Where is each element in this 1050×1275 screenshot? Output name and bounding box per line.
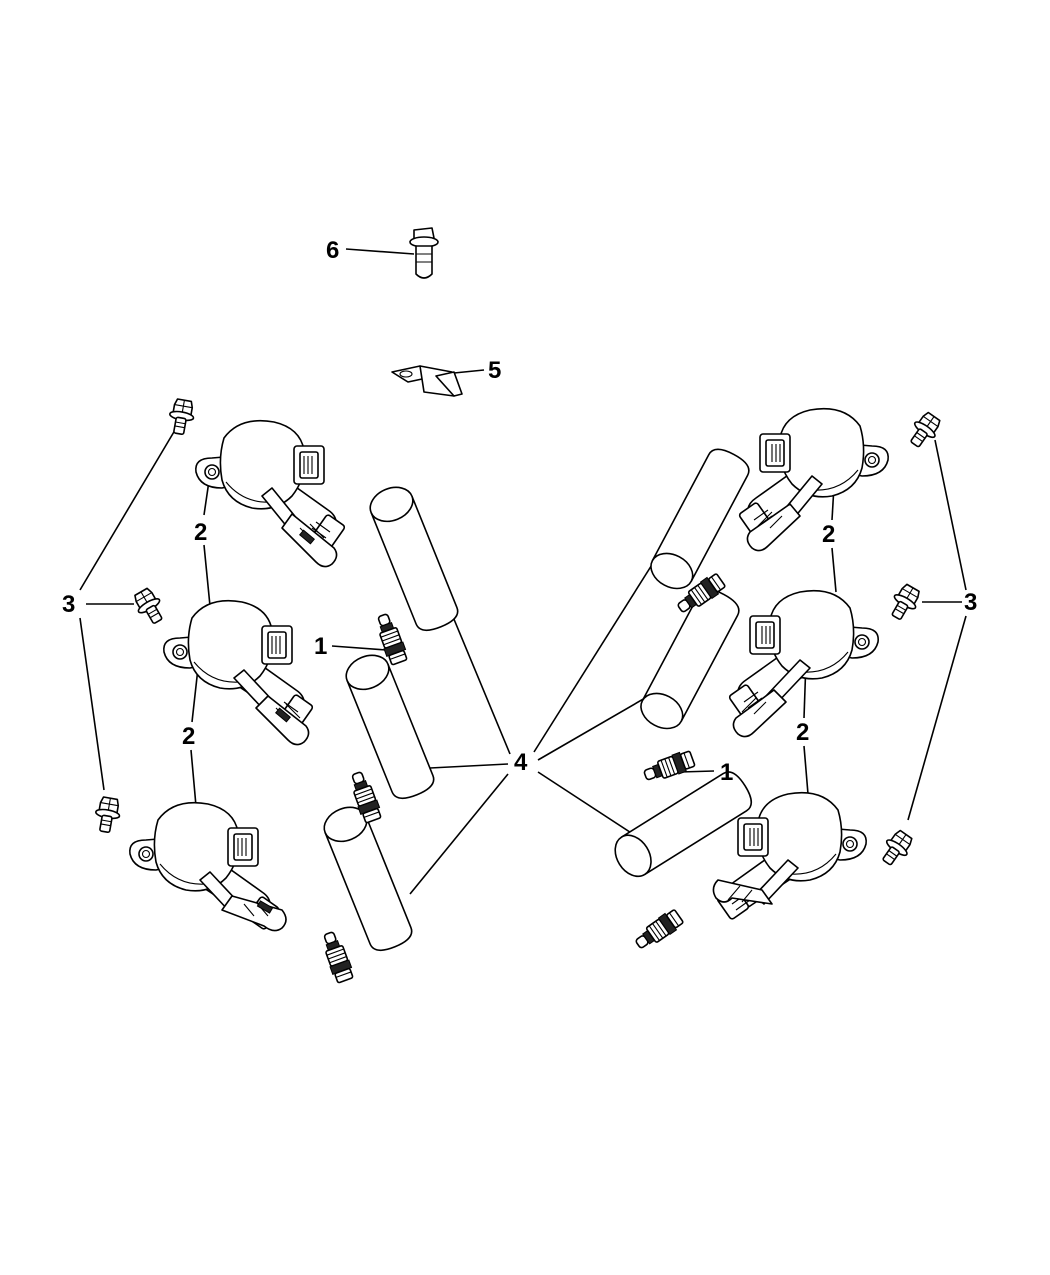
bolt-icon bbox=[884, 581, 925, 625]
spark-plug-icon bbox=[318, 929, 356, 985]
callout-coil-bolt-left: 3 bbox=[62, 591, 75, 618]
leader-lines bbox=[79, 248, 967, 895]
coil-boot-icon bbox=[364, 480, 463, 636]
coil-boot-icon bbox=[607, 766, 758, 884]
callout-bracket-bolt: 6 bbox=[326, 237, 339, 264]
callout-boot: 4 bbox=[514, 749, 528, 776]
spark-plug-icon bbox=[641, 748, 697, 786]
bolt-icon bbox=[165, 397, 198, 437]
ignition-coil-icon bbox=[727, 589, 880, 738]
ignition-coil-icon bbox=[195, 419, 347, 568]
bolt-icon bbox=[903, 408, 945, 453]
callout-ignition-coil-left-lower: 2 bbox=[182, 723, 195, 750]
ignition-coil-icon bbox=[129, 801, 287, 932]
bolt-icon bbox=[875, 826, 917, 871]
bolt-icon bbox=[91, 795, 124, 835]
ignition-coil-icon bbox=[712, 791, 868, 921]
callout-spark-plug-right: 1 bbox=[720, 759, 733, 786]
coil-boot-icon bbox=[318, 800, 417, 956]
bolt-icon bbox=[129, 585, 170, 629]
ignition-coil-icon bbox=[737, 407, 890, 552]
callout-ignition-coil-right-lower: 2 bbox=[796, 719, 809, 746]
bracket-bolt-icon bbox=[409, 227, 439, 279]
ignition-coil-icon bbox=[163, 599, 315, 746]
callout-ignition-coil-right-upper: 2 bbox=[822, 521, 835, 548]
callout-coil-bolt-right: 3 bbox=[964, 589, 977, 616]
bracket-icon bbox=[391, 365, 463, 397]
callout-bracket: 5 bbox=[488, 357, 501, 384]
spark-plug-icon bbox=[631, 906, 686, 954]
callout-spark-plug-left: 1 bbox=[314, 633, 327, 660]
coil-boot-icon bbox=[644, 443, 755, 597]
callout-ignition-coil-left-upper: 2 bbox=[194, 519, 207, 546]
